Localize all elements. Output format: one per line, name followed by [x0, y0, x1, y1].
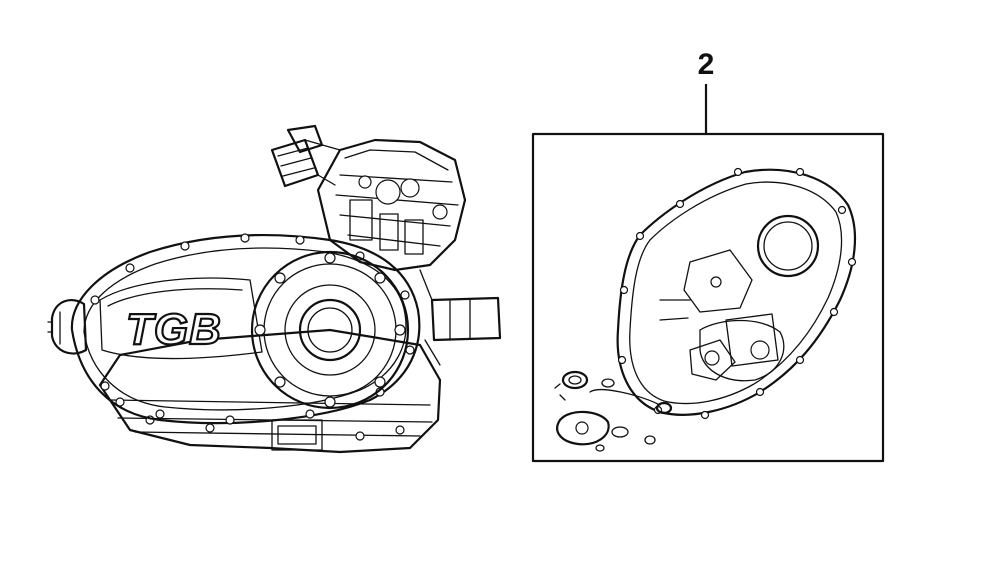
engine-assembly[interactable]: TGB [47, 124, 502, 454]
intake-stub [270, 124, 341, 188]
callout-2[interactable]: 2 [531, 48, 885, 463]
clutch-round-cover [250, 250, 410, 410]
callout-number: 2 [698, 48, 715, 81]
gasket-set [554, 167, 857, 452]
brand-logo-text: TGB [126, 305, 222, 354]
cylinder-head [316, 138, 467, 272]
cvt-cover [70, 233, 421, 425]
callout-frame [531, 132, 885, 463]
exhaust-stub [419, 269, 502, 366]
nose-cap [47, 299, 88, 355]
